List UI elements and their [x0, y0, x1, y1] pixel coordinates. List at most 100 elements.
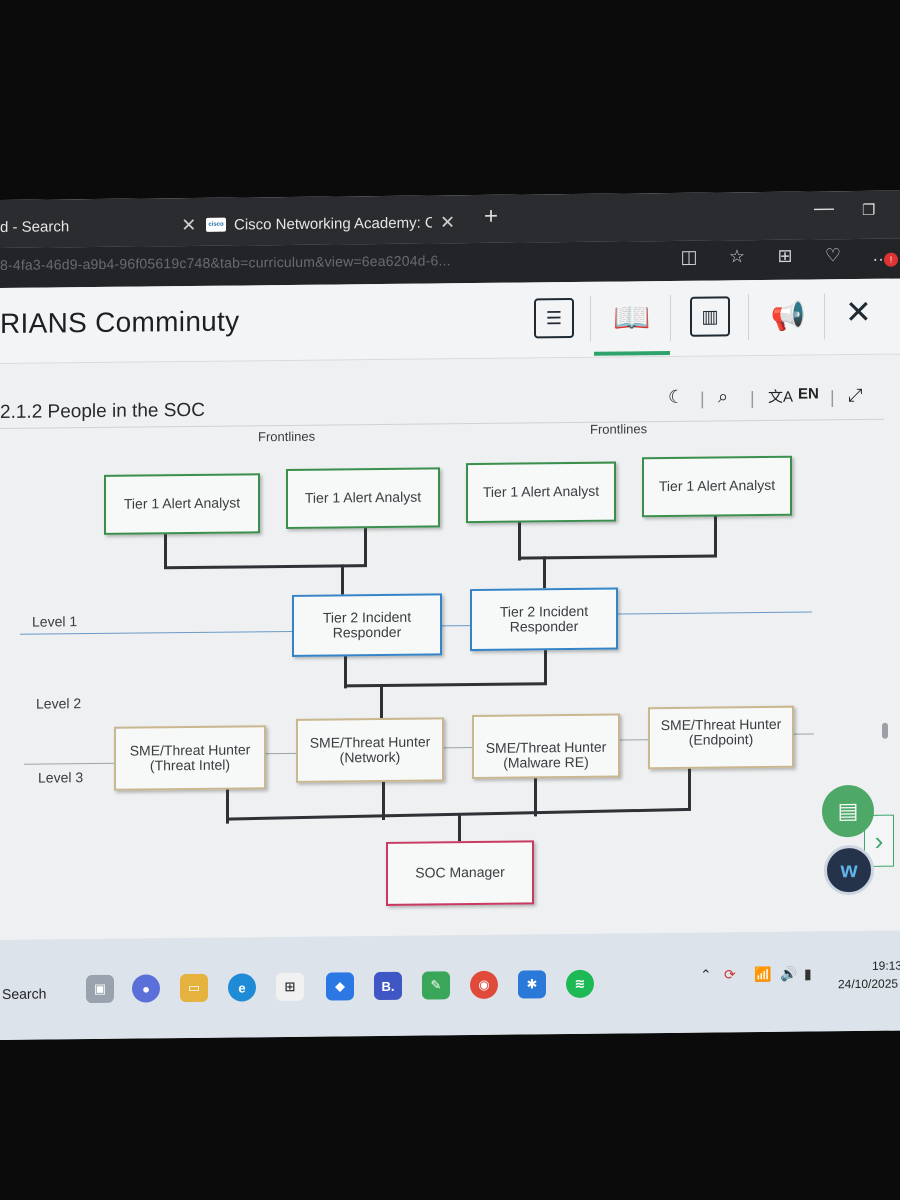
connector: [518, 554, 717, 560]
booking-app-icon[interactable]: B.: [374, 971, 402, 1001]
notes-app-icon[interactable]: ✎: [422, 971, 450, 1000]
cisco-logo-icon: cisco: [206, 217, 226, 232]
connector: [364, 528, 367, 567]
translate-icon[interactable]: 文A: [768, 388, 794, 406]
menu-icon[interactable]: …!: [870, 245, 898, 267]
tier1-alert-analyst: Tier 1 Alert Analyst: [286, 467, 440, 530]
url-field[interactable]: 8-4fa3-46d9-a9b4-96f05619c748&tab=curric…: [0, 252, 451, 273]
frontlines-label: Frontlines: [258, 428, 316, 445]
active-tab-indicator: [594, 350, 670, 356]
windows-taskbar: Search ▣ ● ▭ e ⊞ ◆ B. ✎ ◉ ✱ ≋ ⌃ ⟳ 📶 🔊 ▮ …: [0, 930, 900, 1040]
header-separator: [670, 294, 671, 341]
wifi-icon[interactable]: 📶: [754, 965, 772, 983]
new-tab-button[interactable]: +: [484, 202, 499, 230]
volume-icon[interactable]: 🔊: [780, 965, 798, 982]
tier1-alert-analyst: Tier 1 Alert Analyst: [642, 455, 792, 518]
taskbar-search[interactable]: Search: [2, 985, 47, 1002]
grades-chart-icon[interactable]: ▥: [690, 296, 730, 337]
tab-cisco[interactable]: cisco Cisco Networking Academy: Cyb ✕: [206, 207, 455, 240]
control-separator: |: [830, 387, 835, 408]
search-icon[interactable]: ⌕: [718, 386, 729, 407]
favorites-icon[interactable]: ☆: [728, 246, 746, 267]
language-selector[interactable]: EN: [798, 385, 819, 403]
sync-icon[interactable]: ⟳: [724, 966, 736, 983]
tab-cisco-label: Cisco Networking Academy: Cyb: [234, 213, 432, 234]
webex-fab[interactable]: w: [824, 844, 874, 896]
minimize-button[interactable]: —: [814, 197, 834, 220]
frontlines-label: Frontlines: [590, 421, 648, 437]
connector: [344, 682, 547, 688]
connector: [341, 564, 344, 595]
restore-button[interactable]: ❐: [862, 201, 876, 219]
notification-badge-icon: !: [884, 252, 898, 267]
notes-fab[interactable]: ▤: [822, 784, 874, 838]
expand-icon[interactable]: ⤢: [848, 384, 863, 406]
webex-icon: w: [840, 857, 858, 883]
level-label: Level 2: [36, 695, 82, 712]
megaphone-icon[interactable]: 📢: [770, 300, 806, 332]
chevron-up-icon[interactable]: ⌃: [700, 966, 712, 983]
control-separator: |: [700, 388, 705, 409]
clipboard-icon[interactable]: ☰: [534, 297, 574, 339]
dropbox-icon[interactable]: ◆: [326, 972, 354, 1001]
level1-line: [616, 611, 812, 615]
meet-icon[interactable]: ●: [132, 974, 160, 1003]
header-separator: [824, 293, 825, 340]
connector: [164, 564, 367, 570]
level2-line: [264, 752, 296, 755]
connector: [688, 768, 691, 811]
sme-threat-hunter-malware-re: SME/Threat Hunter (Malware RE): [472, 713, 620, 780]
tier1-alert-analyst: Tier 1 Alert Analyst: [104, 473, 260, 535]
book-icon[interactable]: 📖: [613, 300, 651, 335]
soc-org-diagram: Frontlines Frontlines Tier 1 Alert Analy…: [0, 421, 900, 960]
spotify-icon[interactable]: ≋: [566, 969, 594, 999]
tier2-incident-responder: Tier 2 Incident Responder: [470, 587, 618, 652]
connector: [544, 650, 547, 685]
browser-essentials-icon[interactable]: ♡: [824, 245, 842, 266]
store-icon[interactable]: ⊞: [276, 972, 304, 1002]
level2-line: [620, 739, 648, 741]
close-icon[interactable]: ✕: [440, 211, 456, 232]
brand-title: RIANS Comminuty: [0, 305, 240, 339]
sme-threat-hunter-network: SME/Threat Hunter (Network): [296, 717, 444, 783]
soc-manager: SOC Manager: [386, 840, 534, 906]
header-separator: [748, 294, 749, 341]
level-label: Level 1: [32, 613, 78, 630]
screen: d - Search ✕ cisco Cisco Networking Acad…: [0, 190, 900, 1040]
app-header: RIANS Comminuty ☰ 📖 ▥ 📢 ✕: [0, 278, 900, 364]
connector: [518, 522, 521, 561]
level-label: Level 3: [38, 769, 84, 786]
connector: [164, 534, 167, 569]
chrome-icon[interactable]: ◉: [470, 970, 498, 1000]
dark-mode-icon[interactable]: ☾: [668, 386, 685, 408]
connector: [714, 516, 717, 557]
level2-line: [24, 762, 116, 765]
level2-line: [444, 747, 472, 749]
tier2-incident-responder: Tier 2 Incident Responder: [292, 593, 442, 657]
clock-time: 19:13: [872, 958, 900, 973]
tab-search-label: d - Search: [0, 217, 70, 236]
bluetooth-icon[interactable]: ✱: [518, 970, 546, 999]
level1-line: [440, 625, 470, 627]
clock-date: 24/10/2025: [838, 976, 899, 992]
split-screen-icon[interactable]: ◫: [680, 246, 698, 267]
header-separator: [590, 295, 591, 342]
task-view-icon[interactable]: ▣: [86, 974, 114, 1004]
close-icon[interactable]: ✕: [181, 214, 197, 235]
connector: [458, 813, 461, 844]
level2-line: [794, 733, 814, 735]
file-explorer-icon[interactable]: ▭: [180, 973, 208, 1003]
tier1-alert-analyst: Tier 1 Alert Analyst: [466, 461, 616, 524]
edge-icon[interactable]: e: [228, 973, 256, 1002]
control-separator: |: [750, 388, 755, 409]
close-icon[interactable]: ✕: [845, 293, 872, 331]
battery-icon[interactable]: ▮: [804, 965, 812, 982]
sme-threat-hunter-endpoint: SME/Threat Hunter (Endpoint): [648, 705, 794, 770]
page-title: 2.1.2 People in the SOC: [0, 399, 205, 423]
level1-line: [20, 630, 292, 635]
collections-icon[interactable]: ⊞: [777, 245, 793, 266]
tab-search[interactable]: d - Search ✕: [0, 210, 196, 242]
sme-threat-hunter-threat-intel: SME/Threat Hunter (Threat Intel): [114, 725, 266, 791]
clipboard-icon: ▤: [837, 798, 859, 824]
connector: [380, 683, 383, 719]
